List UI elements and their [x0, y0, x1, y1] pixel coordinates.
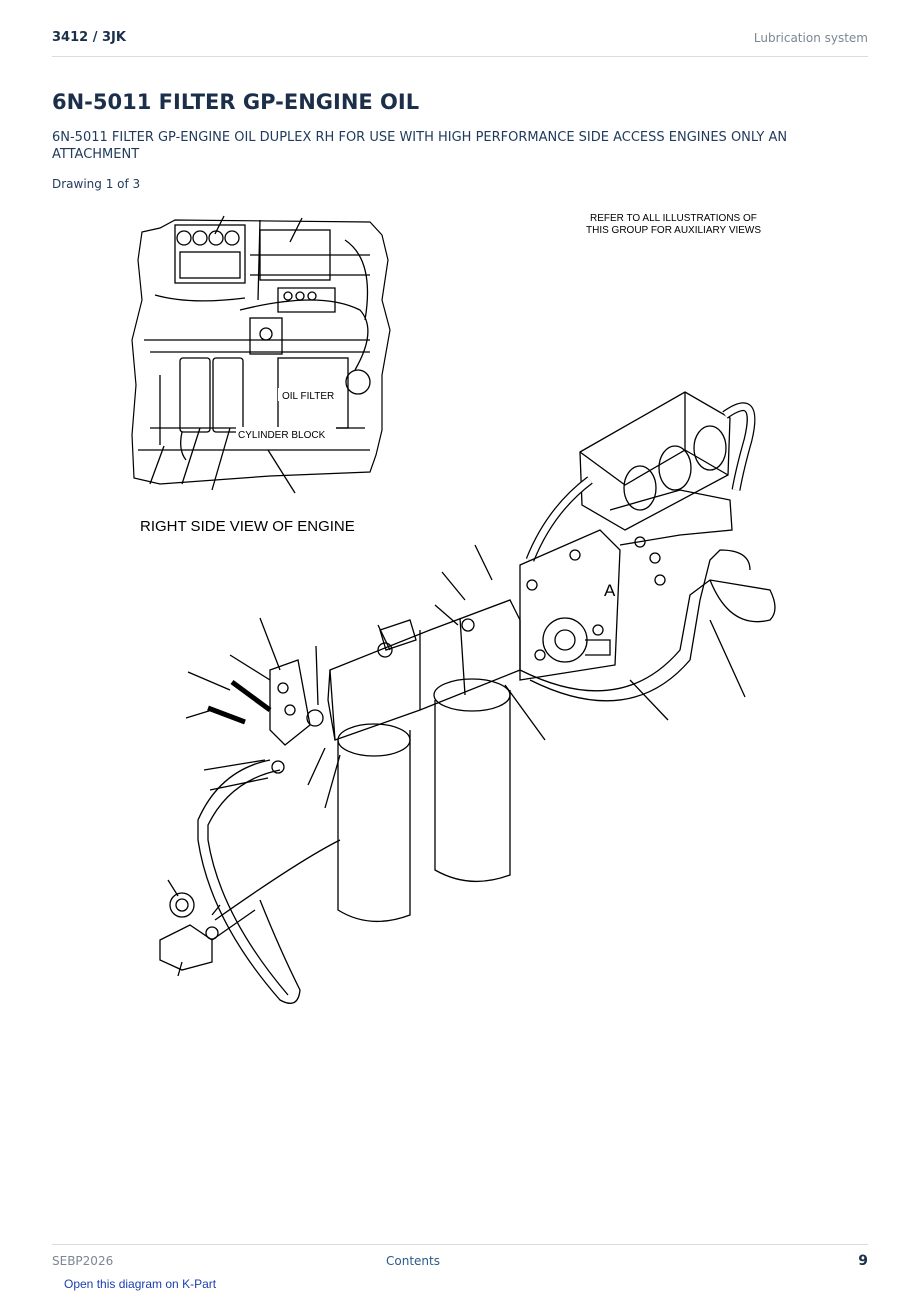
page-title: 6N-5011 FILTER GP-ENGINE OIL — [52, 90, 420, 114]
page-header: 3412 / 3JK Lubrication system — [52, 28, 868, 57]
section-name: Lubrication system — [753, 31, 868, 45]
engine-side-view: OIL FILTER CYLINDER BLOCK — [131, 215, 391, 494]
document-id: SEBP2026 — [52, 1254, 114, 1268]
page-footer: SEBP2026 Contents 9 — [52, 1244, 868, 1275]
model-code: 3412 / 3JK — [52, 30, 126, 45]
refer-note-line2: THIS GROUP FOR AUXILIARY VIEWS — [586, 225, 761, 236]
refer-note-line1: REFER TO ALL ILLUSTRATIONS OF — [590, 213, 757, 224]
contents-link[interactable]: Contents — [386, 1254, 440, 1268]
view-marker-a: A — [604, 581, 616, 600]
parts-diagram: OIL FILTER CYLINDER BLOCK RIGHT SIDE VIE… — [120, 200, 800, 1020]
page-number: 9 — [858, 1253, 868, 1269]
part-description: 6N-5011 FILTER GP-ENGINE OIL DUPLEX RH F… — [52, 130, 788, 162]
cylinder-block-label: CYLINDER BLOCK — [238, 430, 326, 441]
oil-filter-label: OIL FILTER — [282, 391, 334, 402]
view-caption: RIGHT SIDE VIEW OF ENGINE — [140, 518, 355, 535]
filter-assembly-drawing — [159, 391, 776, 1004]
kpart-link[interactable]: Open this diagram on K-Part — [64, 1277, 217, 1291]
drawing-counter: Drawing 1 of 3 — [52, 177, 141, 191]
